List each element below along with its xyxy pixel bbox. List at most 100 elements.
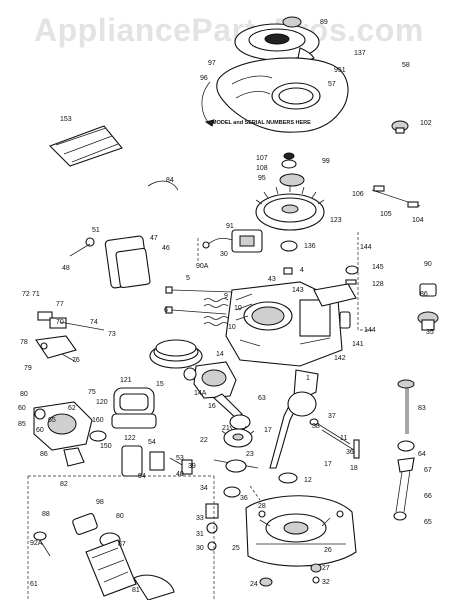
serial-note: MODEL and SERIAL NUMBERS HERE [212,120,311,126]
flywheel [255,185,325,231]
callout-153: 153 [60,116,72,123]
callout-9: 9 [224,293,228,300]
connecting-rod [213,393,251,430]
callout-91: 91 [226,223,234,230]
carb-gasket-plate [69,235,151,289]
valves [309,418,355,451]
callout-34: 34 [200,485,208,492]
callout-14A: 14A [194,390,207,397]
callout-121: 121 [120,377,132,384]
air-filter-pad [49,125,123,167]
callout-97: 97 [208,60,216,67]
callout-21: 21 [222,425,230,432]
callout-104: 104 [412,217,424,224]
head-bolts [165,286,233,315]
callout-81: 81 [132,587,140,594]
callout-86: 86 [420,291,428,298]
callout-53: 53 [176,455,184,462]
watermark: AppliancePartsPros.com [34,12,424,48]
callout-46: 46 [162,245,170,252]
callout-78: 78 [20,339,28,346]
callout-79: 79 [24,365,32,372]
oil-fill-cap [417,283,439,331]
engine-base-sump [245,495,357,567]
choke-linkage [35,311,105,363]
governor-parts [345,265,359,285]
callout-92A: 92A [30,540,43,547]
callout-32: 32 [322,579,330,586]
callout-75: 75 [88,389,96,396]
callout-27: 27 [322,565,330,572]
callout-61: 61 [30,581,38,588]
callout-64: 64 [418,451,426,458]
callout-22: 22 [200,437,208,444]
callout-54: 54 [148,439,156,446]
callout-67: 67 [424,467,432,474]
drain-plugs [259,563,322,587]
blower-housing [216,57,349,133]
callout-36b: 36 [240,495,248,502]
callout-26: 26 [324,547,332,554]
callout-141: 141 [352,341,364,348]
callout-5: 5 [186,275,190,282]
callout-136: 136 [304,243,316,250]
callout-143: 143 [292,287,304,294]
callout-57: 57 [328,81,336,88]
callout-85: 85 [18,421,26,428]
cap-102 [391,120,409,134]
governor-bracket [313,283,357,329]
callout-16: 16 [208,403,216,410]
oil-pump [205,486,241,551]
callout-71: 71 [32,291,40,298]
stop-wire [147,180,179,191]
piston-rings [149,339,203,369]
callout-96: 96 [200,75,208,82]
callout-12: 12 [304,477,312,484]
throttle-link [371,185,421,208]
cam-gear [221,425,255,448]
callout-51: 51 [92,227,100,234]
callout-106: 106 [352,191,364,198]
callout-4: 4 [300,267,304,274]
valve-springs [203,298,229,326]
callout-107: 107 [256,155,268,162]
callout-108: 108 [256,165,268,172]
callout-123: 123 [330,217,342,224]
callout-102: 102 [420,120,432,127]
tappet [353,439,360,459]
callout-142: 142 [334,355,346,362]
callout-14: 14 [216,351,224,358]
callout-38: 38 [312,423,320,430]
callout-33: 33 [196,515,204,522]
callout-77: 77 [56,301,64,308]
callout-70: 70 [56,319,64,326]
callout-1: 1 [306,375,310,382]
callout-60: 60 [18,405,26,412]
flywheel-nut-stack [279,152,305,187]
callout-65: 65 [48,417,56,424]
callout-82: 82 [60,481,68,488]
carburetor [33,401,107,467]
callout-122: 122 [124,435,136,442]
key-4 [283,267,293,275]
callout-18: 18 [350,465,358,472]
callout-31: 31 [196,531,204,538]
callout-24: 24 [250,581,258,588]
callout-28: 28 [258,503,266,510]
callout-80b: 80 [116,513,124,520]
callout-73: 73 [108,331,116,338]
rewind-starter [234,16,320,61]
callout-10: 10 [234,305,242,312]
callout-60b: 60 [36,427,44,434]
callout-150: 150 [100,443,112,450]
callout-74: 74 [90,319,98,326]
callout-72: 72 [22,291,30,298]
callout-86b: 86 [40,451,48,458]
callout-10b: 10 [228,324,236,331]
piston [183,361,237,399]
callout-30b: 30 [196,545,204,552]
leader-dashes [27,232,372,600]
lifter-23 [213,459,259,473]
